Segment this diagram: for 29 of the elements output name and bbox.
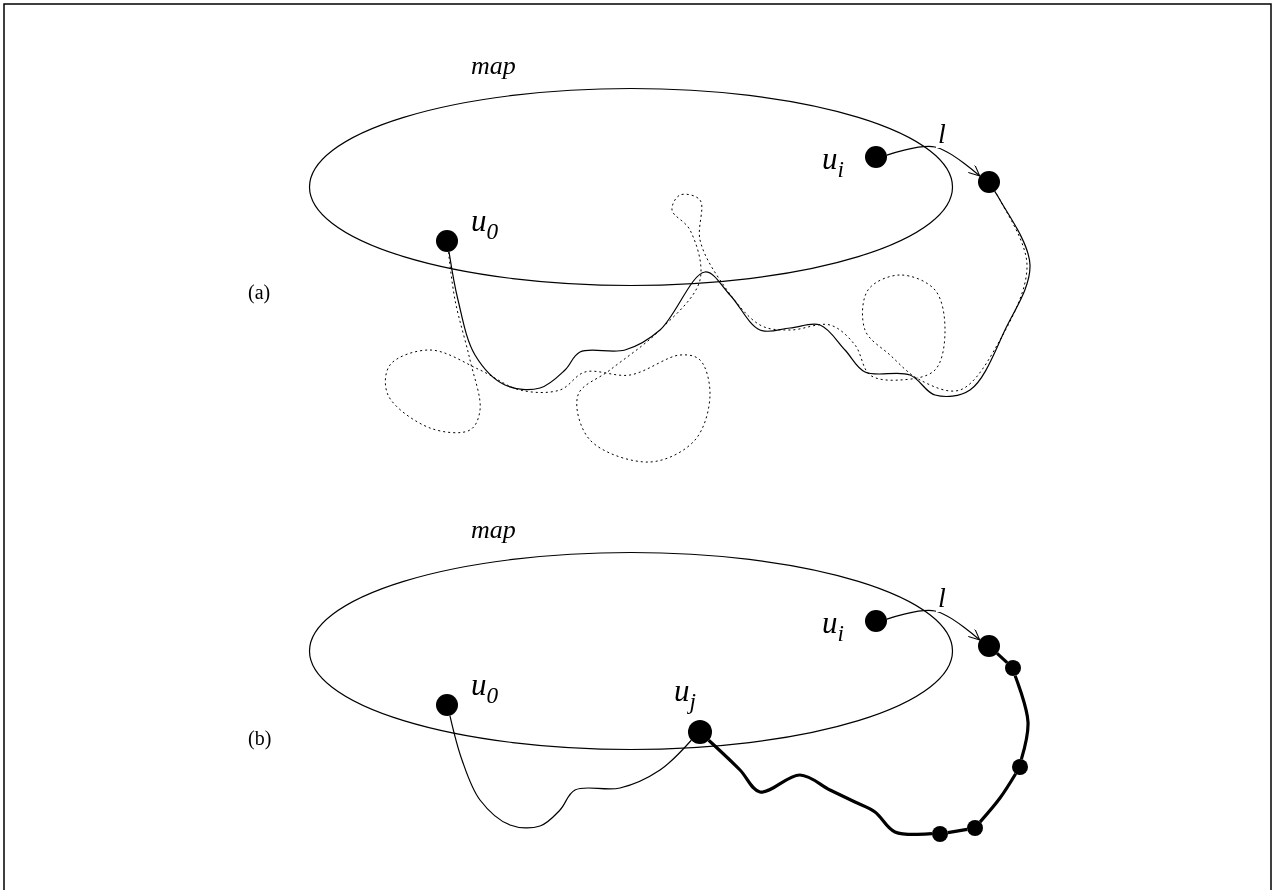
arrow [886, 145, 981, 177]
path-curve [707, 739, 933, 837]
panel-label: (b) [248, 728, 272, 748]
path-curve [978, 772, 1018, 823]
point-dot [1012, 759, 1028, 775]
point-dot [688, 720, 712, 744]
region-heading: map [471, 53, 516, 79]
region-heading: map [471, 517, 516, 543]
path-curve [448, 190, 1031, 398]
path-curve [947, 827, 968, 835]
panel-label: (a) [248, 282, 271, 302]
point-dot [436, 694, 458, 716]
point-dot [967, 820, 983, 836]
point-label: u$_{0}$ [471, 669, 499, 708]
point-dot [1005, 660, 1021, 676]
point-dot [865, 146, 887, 168]
arrow [886, 609, 981, 641]
point-label: u$_{j}$ [674, 675, 696, 714]
point-label: u$_{i}$ [822, 143, 844, 182]
path-curve [1013, 675, 1030, 760]
point-dot [978, 635, 1000, 657]
point-label: u$_{i}$ [822, 607, 844, 646]
path-curve [996, 652, 1009, 664]
point-label: u$_{0}$ [471, 205, 499, 244]
point-dot [978, 171, 1000, 193]
point-dot [436, 230, 458, 252]
point-dot [865, 610, 887, 632]
path-curve [449, 715, 692, 829]
point-dot [932, 826, 948, 842]
